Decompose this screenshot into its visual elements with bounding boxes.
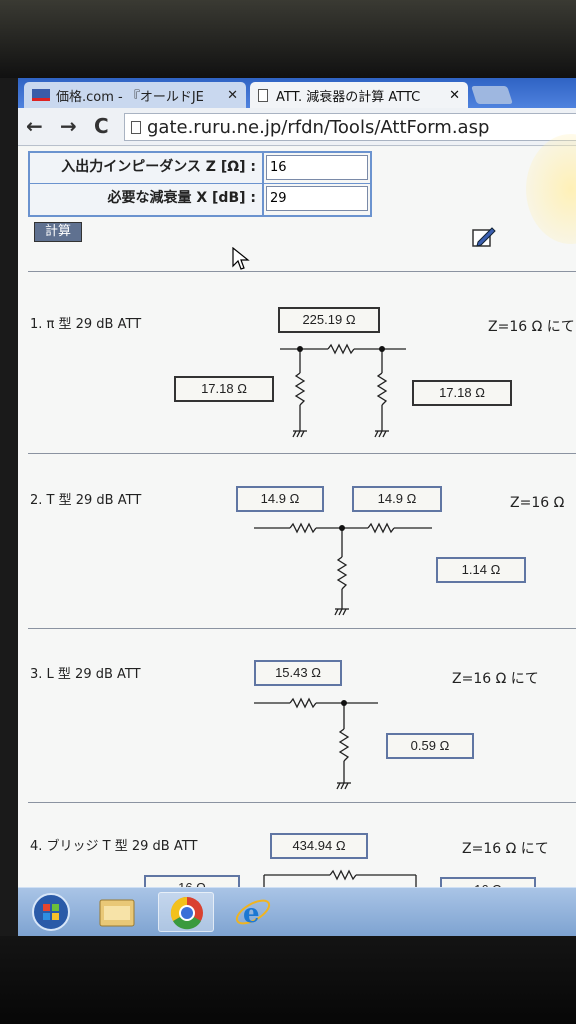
tab-label: ATT. 減衰器の計算 ATTC [276,89,421,105]
section-title-t: 2. T 型 29 dB ATT [30,493,142,508]
edit-icon[interactable] [472,226,496,248]
start-icon[interactable] [30,892,72,932]
circuit-diagrams [254,343,432,887]
tab-att[interactable]: ATT. 減衰器の計算 ATTC ✕ [250,82,468,108]
attenuation-field[interactable] [266,186,368,211]
kakaku-favicon-icon [32,89,50,101]
page-content: 入出力インピーダンス Z [Ω] : 必要な減衰量 X [dB] : 計算 1.… [18,147,576,887]
divider [28,271,576,272]
l-circuit [254,697,378,790]
t-series-right-value: 14.9 Ω [352,486,442,512]
new-tab-button[interactable] [471,86,513,104]
taskbar: e [18,887,576,936]
pi-node-right [379,346,385,352]
cursor-icon [232,247,250,270]
pi-series-value: 225.19 Ω [278,307,380,333]
l-shunt-value: 0.59 Ω [386,733,474,759]
pi-impedance-note: Z=16 Ω にて [488,319,575,335]
chrome-taskbar-item[interactable] [158,892,214,932]
pi-shunt-right-value: 17.18 Ω [412,380,512,406]
address-bar[interactable]: gate.ruru.ne.jp/rfdn/Tools/AttForm.asp [124,113,576,141]
bt-right-value: 16 Ω [440,877,536,887]
t-shunt-value: 1.14 Ω [436,557,526,583]
l-impedance-note: Z=16 Ω にて [452,671,539,687]
ie-icon[interactable]: e [232,892,274,932]
bt-bridge-value: 434.94 Ω [270,833,368,859]
pi-shunt-left-value: 17.18 Ω [174,376,274,402]
calculate-button[interactable]: 計算 [34,222,82,242]
l-node [341,700,347,706]
browser-toolbar: ← → C gate.ruru.ne.jp/rfdn/Tools/AttForm… [18,108,576,146]
page-icon [131,120,141,134]
divider [28,802,576,803]
explorer-icon[interactable] [96,892,138,932]
impedance-label: 入出力インピーダンス Z [Ω] : [30,153,264,183]
svg-text:e: e [243,899,260,929]
impedance-row: 入出力インピーダンス Z [Ω] : [30,153,370,184]
t-series-left-value: 14.9 Ω [236,486,324,512]
close-icon[interactable]: ✕ [227,87,238,103]
reload-icon[interactable]: C [94,114,109,138]
t-impedance-note: Z=16 Ω [510,495,565,511]
t-node [339,525,345,531]
input-form: 入出力インピーダンス Z [Ω] : 必要な減衰量 X [dB] : [28,151,372,217]
divider [28,453,576,454]
bridge-t-circuit [263,869,417,887]
back-icon[interactable]: ← [26,114,43,138]
bt-left-value: 16 Ω [144,875,240,887]
device-bezel-bottom [0,936,576,1024]
section-title-pi: 1. π 型 29 dB ATT [30,317,142,332]
impedance-field[interactable] [266,155,368,180]
close-icon[interactable]: ✕ [449,87,460,103]
url-text: gate.ruru.ne.jp/rfdn/Tools/AttForm.asp [147,116,490,138]
l-series-value: 15.43 Ω [254,660,342,686]
attenuation-label: 必要な減衰量 X [dB] : [30,184,264,215]
section-title-bridge-t: 4. ブリッジ T 型 29 dB ATT [30,839,198,854]
tab-kakaku[interactable]: 価格.com - 『オールドJE ✕ [24,82,246,108]
section-title-l: 3. L 型 29 dB ATT [30,667,141,682]
divider [28,628,576,629]
t-circuit [254,522,432,616]
bt-impedance-note: Z=16 Ω にて [462,841,549,857]
forward-icon[interactable]: → [60,114,77,138]
pi-circuit [280,343,406,438]
screen: 価格.com - 『オールドJE ✕ ATT. 減衰器の計算 ATTC ✕ ← … [18,78,576,936]
device-bezel-top [0,0,576,78]
pi-node-left [297,346,303,352]
tab-label: 価格.com - 『オールドJE [56,89,204,105]
tab-bar: 価格.com - 『オールドJE ✕ ATT. 減衰器の計算 ATTC ✕ [18,78,576,108]
attenuation-row: 必要な減衰量 X [dB] : [30,184,370,215]
chrome-icon [170,896,203,930]
page-icon [258,88,268,102]
